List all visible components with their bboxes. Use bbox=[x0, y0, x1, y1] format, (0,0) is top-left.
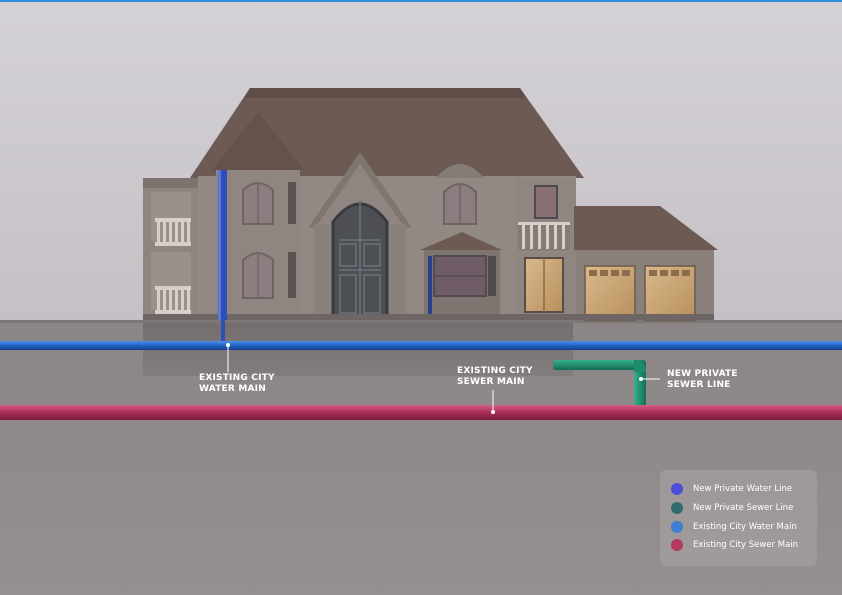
legend-dot bbox=[671, 502, 683, 514]
legend-dot bbox=[671, 483, 683, 495]
legend-label: New Private Water Line bbox=[693, 484, 792, 494]
legend-label: New Private Sewer Line bbox=[693, 503, 793, 513]
callout-line-1: EXISTING CITY bbox=[457, 366, 533, 377]
legend-dot bbox=[671, 539, 683, 551]
callout-existing-city-water-main: EXISTING CITY WATER MAIN bbox=[199, 373, 275, 395]
callout-existing-city-sewer-main: EXISTING CITY SEWER MAIN bbox=[457, 366, 533, 388]
callout-new-private-sewer-line: NEW PRIVATE SEWER LINE bbox=[667, 369, 738, 391]
legend-item: Existing City Sewer Main bbox=[671, 538, 798, 552]
callout-line-1: NEW PRIVATE bbox=[667, 369, 738, 380]
callout-line-2: WATER MAIN bbox=[199, 384, 275, 395]
callout-line-1: EXISTING CITY bbox=[199, 373, 275, 384]
legend-item: Existing City Water Main bbox=[671, 520, 797, 534]
legend: New Private Water Line New Private Sewer… bbox=[660, 470, 817, 566]
legend-label: Existing City Sewer Main bbox=[693, 540, 798, 550]
new-private-water-line bbox=[218, 170, 227, 344]
callout-line-2: SEWER LINE bbox=[667, 380, 738, 391]
callout-line-2: SEWER MAIN bbox=[457, 377, 533, 388]
legend-dot bbox=[671, 521, 683, 533]
legend-item: New Private Sewer Line bbox=[671, 501, 793, 515]
legend-label: Existing City Water Main bbox=[693, 522, 797, 532]
legend-item: New Private Water Line bbox=[671, 482, 792, 496]
